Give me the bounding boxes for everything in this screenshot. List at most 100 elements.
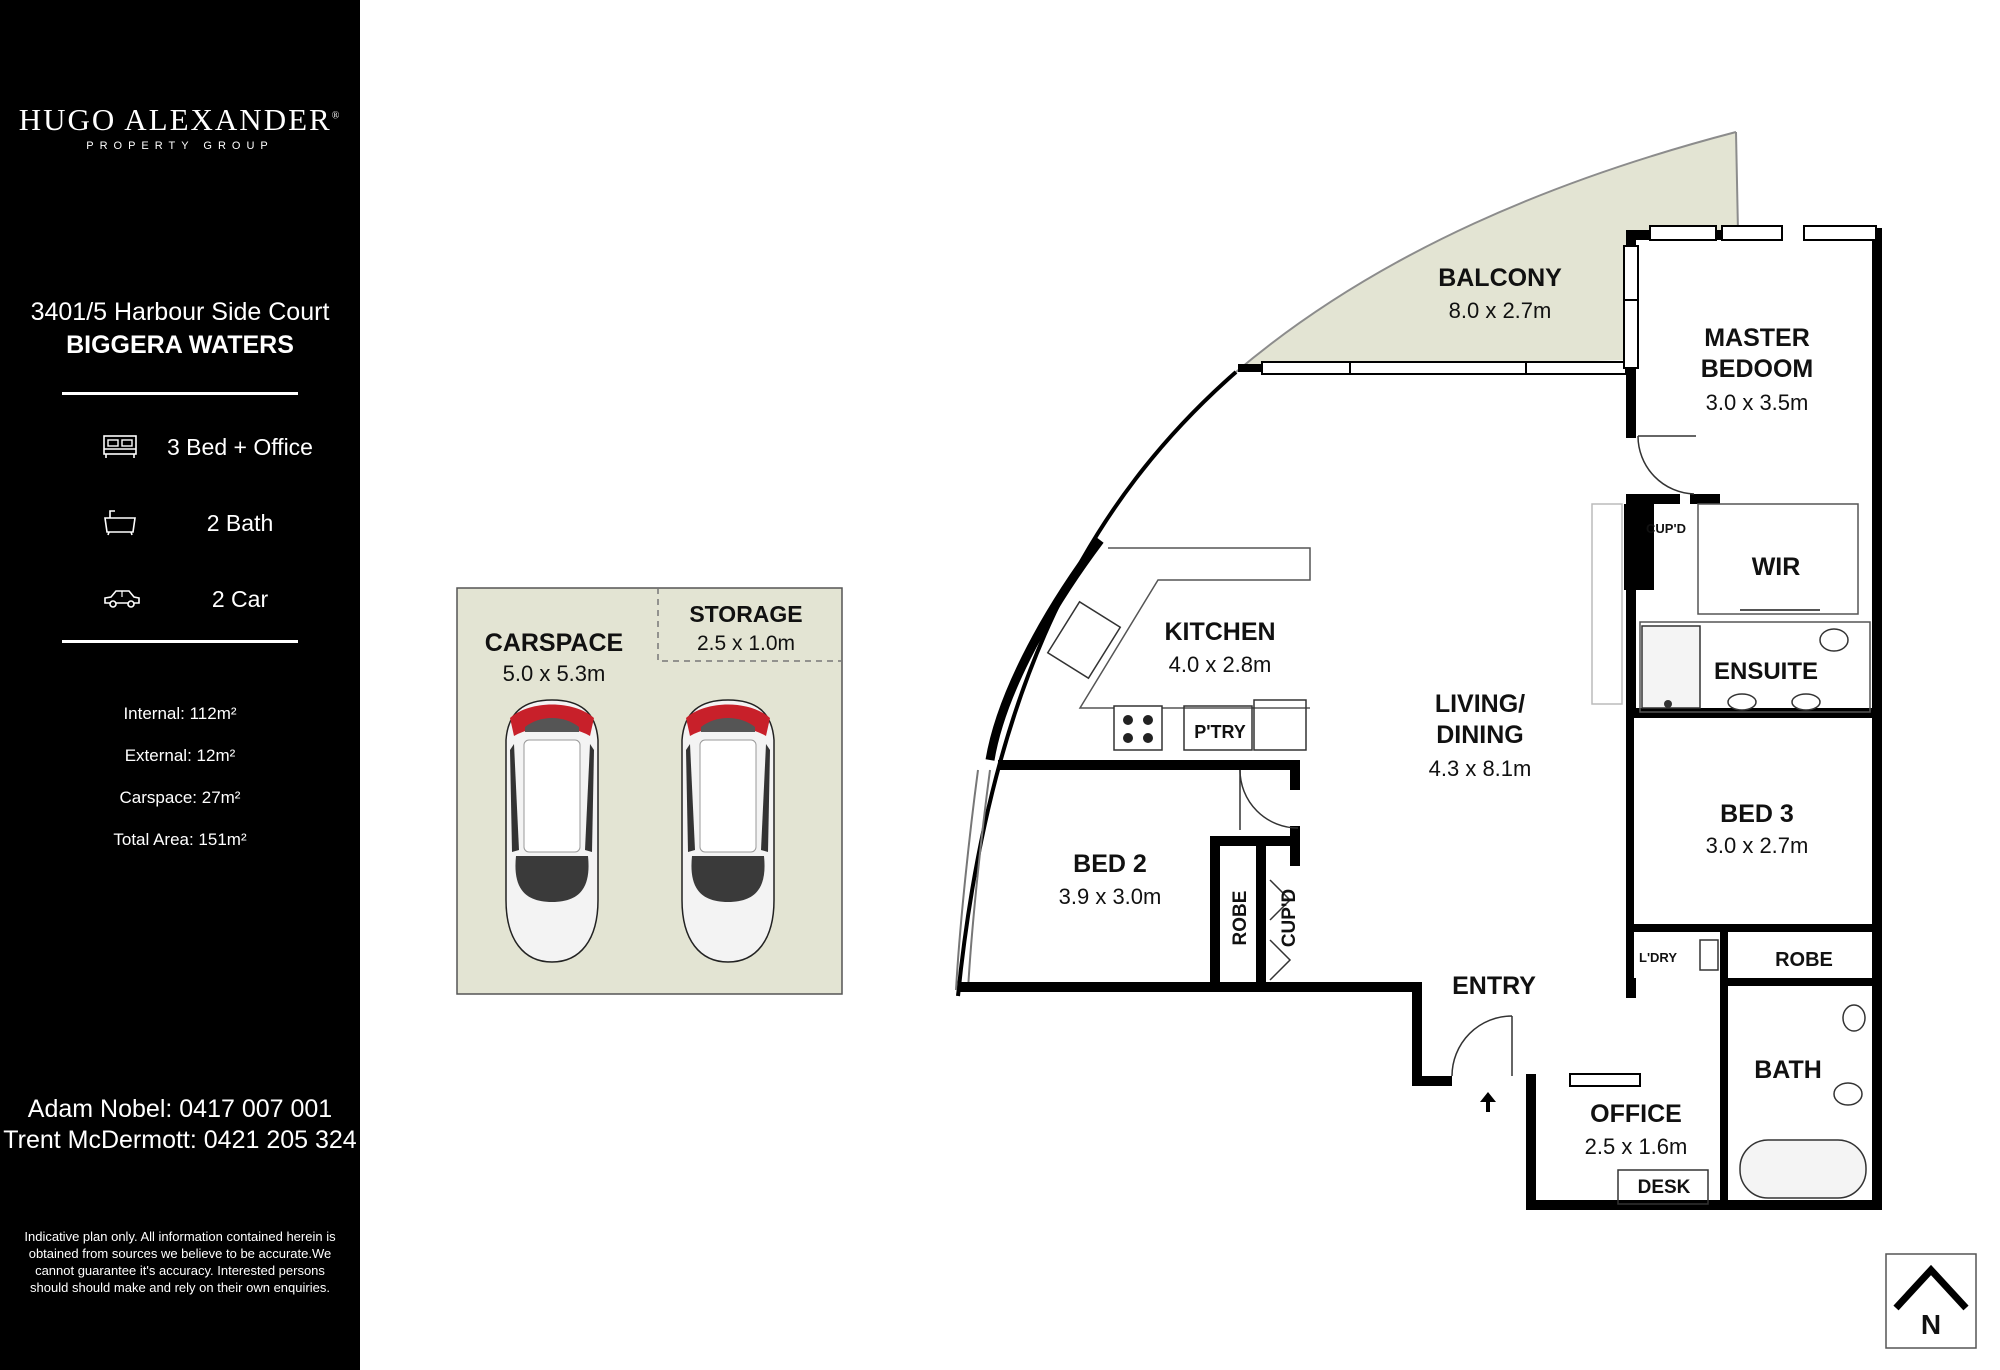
laundry-wall (1626, 978, 1636, 998)
divider (62, 392, 298, 395)
car-side-window (761, 744, 770, 852)
room-labels: BALCONY 8.0 x 2.7m MASTER BEDOOM 3.0 x 3… (1059, 264, 1833, 1198)
ensuite-west-wall (1626, 494, 1636, 716)
shower (1641, 625, 1701, 709)
feature-bedrooms: 3 Bed + Office (96, 426, 336, 466)
doors (1239, 435, 1696, 1077)
burner-icon (1123, 715, 1133, 725)
registered-mark: ® (331, 110, 342, 122)
pantry-outline (1183, 705, 1253, 751)
kitchen-fixtures (1046, 547, 1311, 751)
car-roof (699, 739, 757, 853)
basin-icon (1727, 693, 1757, 711)
entry-door-swing (1451, 1015, 1513, 1077)
brand-name-text: HUGO ALEXANDER (18, 102, 332, 137)
window (1525, 361, 1627, 375)
kitchen-sink-icon (1046, 600, 1122, 680)
basin-icon (1842, 1004, 1866, 1032)
sliding-door (1623, 245, 1639, 307)
bath-north-wall (1720, 978, 1882, 986)
car-2 (681, 699, 775, 963)
feature-parking: 2 Car (96, 578, 336, 618)
area-total: Total Area: 151m² (113, 830, 247, 849)
contact-agent-2: Trent McDermott: 0421 205 324 (3, 1126, 357, 1154)
cupd-top-wall (1626, 494, 1680, 504)
master-door-wall (1626, 370, 1636, 438)
carspace-area: CARSPACE 5.0 x 5.3m STORAGE 2.5 x 1.0m (456, 587, 843, 995)
bed3-south-wall (1626, 924, 1882, 932)
room-size-living: 4.3 x 8.1m (1429, 756, 1532, 781)
cupd-block (1624, 504, 1654, 590)
label-desk: DESK (1638, 1177, 1691, 1198)
car-side-window (686, 744, 695, 852)
label-pantry: P'TRY (1194, 722, 1246, 742)
window (1623, 299, 1639, 369)
window (1261, 361, 1355, 375)
room-name-wir: WIR (1752, 553, 1801, 581)
contact-agent-1: Adam Nobel: 0417 007 001 (27, 1095, 333, 1123)
south-wall (1526, 1200, 1882, 1210)
laundry-robe-divider (1720, 930, 1728, 982)
bed-icon (103, 435, 137, 458)
interior-walls (998, 370, 1882, 1204)
room-size-balcony: 8.0 x 2.7m (1449, 298, 1552, 323)
bed3-west-wall (1626, 718, 1634, 978)
robe-cupd-divider (1256, 846, 1266, 988)
room-name-carspace: CARSPACE (485, 629, 623, 657)
room-size-bed2: 3.9 x 3.0m (1059, 884, 1162, 909)
car-side-window (585, 744, 594, 852)
room-name-bed3: BED 3 (1720, 800, 1794, 828)
room-name-master: BEDOOM (1701, 355, 1814, 383)
feature-label: 2 Bath (206, 510, 274, 536)
office-east-wall (1720, 1054, 1728, 1204)
window (1569, 1073, 1641, 1087)
room-name-master: MASTER (1704, 324, 1810, 352)
room-name-ensuite: ENSUITE (1714, 658, 1818, 685)
car-windscreen (691, 856, 765, 902)
room-name-storage: STORAGE (689, 601, 802, 627)
label-robe-bed2: ROBE (1230, 891, 1251, 946)
address-street: 3401/5 Harbour Side Court (30, 298, 330, 326)
car-rear-window (701, 718, 755, 732)
door-swing (1637, 435, 1695, 495)
storage-boundary (657, 588, 842, 662)
brand-name: HUGO ALEXANDER® (0, 102, 360, 138)
entry-south-wall (1412, 1076, 1452, 1086)
bath-icon (104, 510, 136, 536)
room-size-kitchen: 4.0 x 2.8m (1169, 652, 1272, 677)
burner-icon (1143, 715, 1153, 725)
room-name-bed2: BED 2 (1073, 850, 1147, 878)
car-roof (523, 739, 581, 853)
area-internal: Internal: 112m² (123, 704, 237, 723)
room-size-storage: 2.5 x 1.0m (697, 632, 795, 655)
shower-drain-icon (1664, 700, 1672, 708)
feature-bathrooms: 2 Bath (96, 502, 336, 542)
cooktop-icon (1113, 705, 1163, 751)
bed3-north-wall (1626, 708, 1882, 718)
north-arrow-icon (1893, 1264, 1969, 1311)
burner-icon (1143, 733, 1153, 743)
burner-icon (1123, 733, 1133, 743)
ensuite-fixtures (1639, 621, 1871, 713)
car-icon (104, 590, 140, 608)
room-size-master: 3.0 x 3.5m (1706, 390, 1809, 415)
compass-letter: N (1921, 1309, 1941, 1340)
balcony-fill (1236, 132, 1738, 372)
curved-wall-segment (985, 537, 1104, 761)
balcony-balustrade (1235, 131, 1737, 373)
bed2-south-wall (958, 982, 1422, 992)
room-name-entry: ENTRY (1452, 972, 1536, 1000)
wir-outline (1697, 503, 1859, 615)
fridge-space (1253, 699, 1307, 751)
room-size-bed3: 3.0 x 2.7m (1706, 833, 1809, 858)
feature-label: 2 Car (211, 586, 269, 612)
room-size-carspace: 5.0 x 5.3m (503, 661, 606, 686)
ensuite-outline (1639, 621, 1871, 713)
car-rear-window (525, 718, 579, 732)
toilet-icon (1819, 628, 1849, 652)
laundry-tub-icon (1699, 939, 1719, 971)
curved-window (967, 769, 991, 991)
disclaimer: Indicative plan only. All information co… (24, 1229, 336, 1295)
address-suburb: BIGGERA WATERS (66, 331, 294, 359)
